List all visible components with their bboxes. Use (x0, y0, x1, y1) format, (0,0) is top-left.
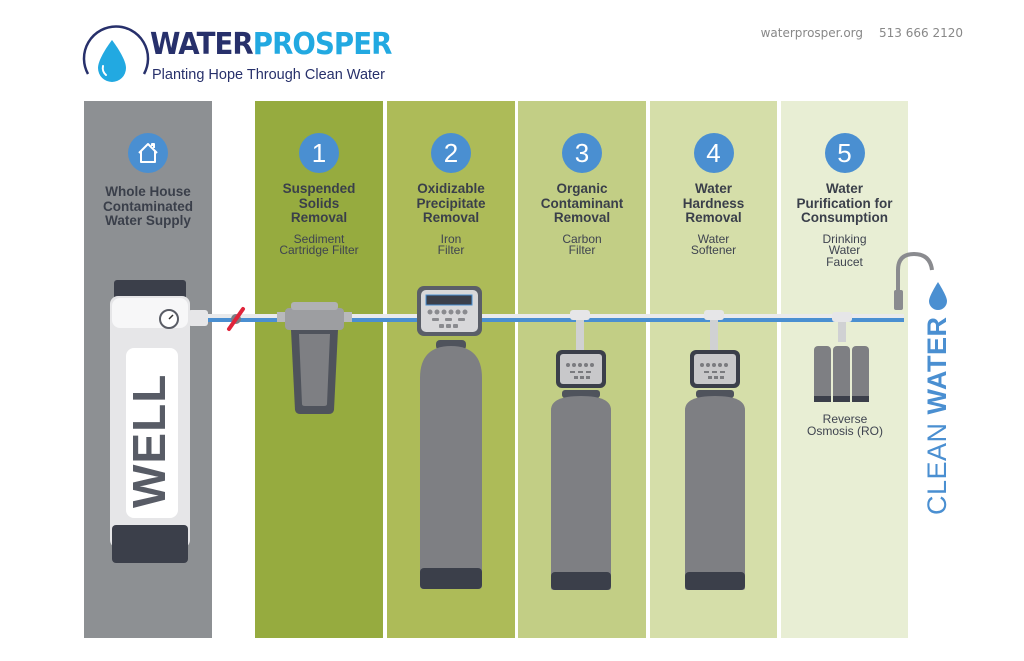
stage-title-line: Removal (685, 210, 742, 225)
stage-title-line: Removal (553, 210, 611, 225)
carbon-filter-tank-icon (551, 310, 611, 590)
brand-name: WATERPROSPER (150, 27, 393, 62)
stage-title: Water Purification for Consumption (781, 181, 908, 226)
equipment-label-line: Carbon (562, 231, 602, 246)
equipment-label-line: Filter (568, 243, 596, 257)
contact-info: waterprosper.org 513 666 2120 (761, 26, 963, 40)
stage-title-line: Consumption (801, 210, 888, 225)
ro-label-line: Osmosis (RO) (807, 423, 883, 438)
house-icon (128, 133, 168, 173)
stage-number-badge: 2 (431, 133, 471, 173)
equipment-label-line: Iron (440, 231, 462, 246)
website-link[interactable]: waterprosper.org (760, 26, 864, 40)
source-title-line: Water Supply (105, 213, 191, 228)
stage-title-line: Removal (422, 210, 480, 225)
brand-tagline: Planting Hope Through Clean Water (152, 67, 385, 83)
equipment-label: Carbon Filter (518, 231, 646, 257)
well-label: WELL (123, 373, 175, 508)
brand-logo[interactable]: WATERPROSPER Planting Hope Through Clean… (78, 22, 438, 92)
stage-title-line: Suspended (282, 181, 356, 196)
faucet-icon[interactable] (890, 248, 940, 318)
equipment-label-line: Cartridge Filter (279, 243, 359, 257)
stage-number-badge: 3 (562, 133, 602, 173)
equipment-label-line: Drinking (822, 231, 867, 246)
stage-title: Organic Contaminant Removal (518, 181, 646, 226)
stage-number-badge: 5 (824, 133, 865, 173)
stage-title-line: Organic (556, 181, 608, 196)
well-tank-icon (110, 280, 208, 563)
stage-title-line: Removal (290, 210, 348, 225)
stage-title-line: Water (694, 181, 732, 196)
equipment-label-line: Faucet (826, 254, 863, 269)
water-drop-logo-icon (82, 25, 150, 82)
source-title-line: Contaminated (102, 198, 193, 214)
phone-number[interactable]: 513 666 2120 (879, 26, 963, 40)
iron-filter-tank-icon (417, 286, 482, 589)
equipment-label: Drinking Water Faucet (781, 231, 908, 269)
stage-number-badge: 1 (299, 133, 339, 173)
equipment-label-line: Softener (690, 243, 737, 257)
equipment-label-line: Water (697, 231, 730, 246)
equipment-label-line: Water (828, 243, 861, 257)
equipment-label-line: Filter (437, 243, 465, 257)
brand-name-prosper: PROSPER (252, 27, 393, 62)
equipment-label: Water Softener (650, 231, 777, 257)
stage-title-line: Solids (298, 195, 340, 211)
stage-title-line: Water (825, 181, 863, 196)
clean-water-label: CLEAN WATER (922, 316, 953, 515)
stage-title: Suspended Solids Removal (255, 181, 383, 226)
stage-title: Oxidizable Precipitate Removal (387, 181, 515, 226)
sediment-filter-icon (277, 302, 352, 414)
equipment-label: Iron Filter (387, 231, 515, 257)
source-title-line: Whole House (105, 184, 191, 199)
brand-name-water: WATER (150, 27, 254, 62)
water-softener-tank-icon (685, 310, 745, 590)
clean-water-bold: WATER (922, 316, 952, 415)
stage-number-badge: 4 (693, 133, 734, 173)
stage-title-line: Purification for (796, 195, 893, 211)
water-drop-icon (929, 282, 947, 310)
reverse-osmosis-icon (814, 312, 869, 402)
stage-title: Water Hardness Removal (650, 181, 777, 226)
stage-title-line: Contaminant (540, 195, 624, 211)
ro-label: Reverse Osmosis (RO) (790, 412, 900, 438)
stage-title-line: Hardness (682, 195, 745, 211)
stage-title-line: Oxidizable (417, 181, 485, 196)
equipment-label: Sediment Cartridge Filter (255, 231, 383, 257)
stage-title-line: Precipitate (416, 195, 486, 211)
equipment-label-line: Sediment (293, 231, 345, 246)
clean-water-light: CLEAN (922, 414, 952, 515)
ro-label-line: Reverse (822, 412, 868, 426)
water-pipe (190, 314, 904, 322)
shutoff-valve-icon[interactable] (224, 306, 248, 332)
